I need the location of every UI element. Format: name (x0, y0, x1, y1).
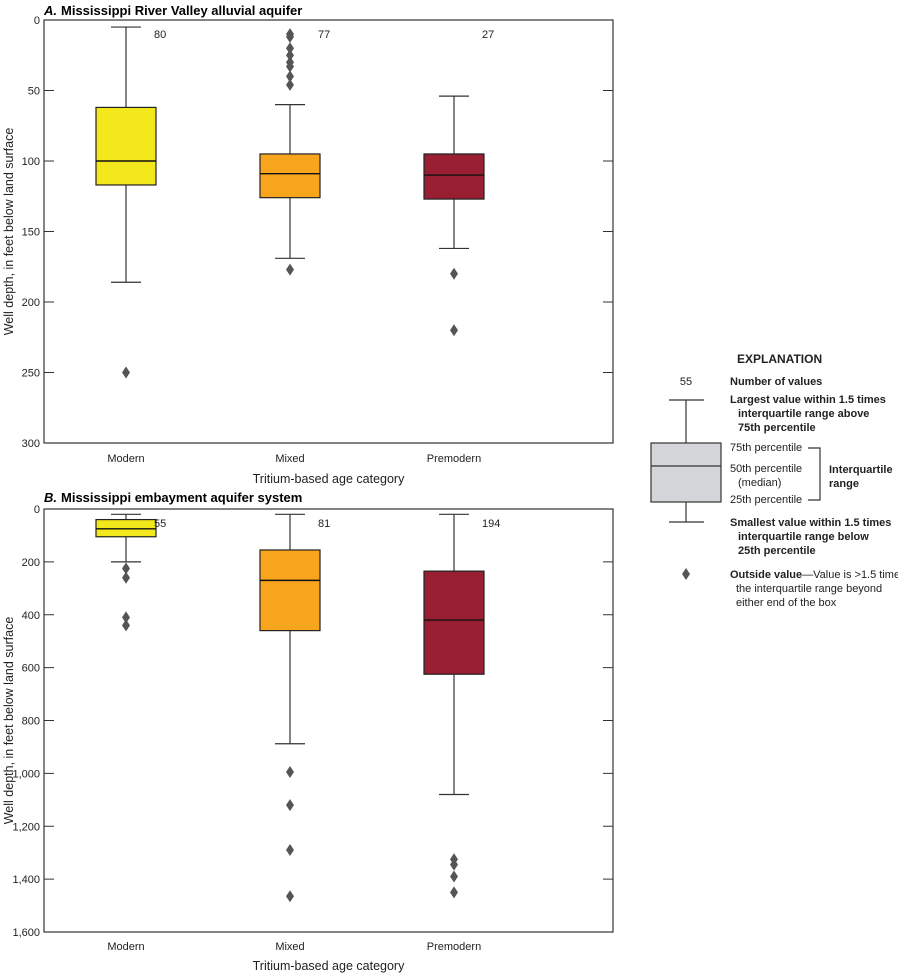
outlier-point (122, 571, 130, 584)
panel-title-text: Mississippi River Valley alluvial aquife… (61, 3, 302, 18)
legend-smallest-text: interquartile range below (738, 531, 869, 543)
box-modern: 80 (95, 26, 166, 379)
outlier-point (286, 78, 294, 91)
legend-title: EXPLANATION (737, 352, 822, 366)
y-tick-label: 200 (22, 557, 40, 569)
x-category-label: Premodern (427, 941, 481, 953)
sample-count-label: 80 (154, 29, 166, 41)
legend-outside-text: either end of the box (736, 597, 837, 609)
y-tick-label: 50 (28, 86, 40, 98)
panel-a: A. Mississippi River Valley alluvial aqui… (2, 3, 614, 486)
outlier-point (450, 858, 458, 871)
y-tick-label: 100 (22, 156, 40, 168)
outlier-point (286, 49, 294, 62)
panel-b: B. Mississippi embayment aquifer system 0 2… (2, 490, 614, 973)
sample-count-label: 55 (154, 518, 166, 530)
legend-sample-n: 55 (680, 376, 692, 388)
x-axis-label: Tritium-based age category (253, 959, 405, 973)
panel-letter: A. (43, 3, 57, 18)
y-axis-label: Well depth, in feet below land surface (2, 128, 16, 336)
y-tick-label: 800 (22, 716, 40, 728)
y-tick-label: 150 (22, 227, 40, 239)
legend-largest-text: 75th percentile (738, 422, 816, 434)
legend-largest-text: Largest value within 1.5 times (730, 394, 886, 406)
box-modern: 55 (95, 513, 166, 632)
iqr-box (423, 153, 485, 200)
y-tick-label: 600 (22, 663, 40, 675)
legend-p50: 50th percentile (730, 463, 802, 475)
y-axis-label: Well depth, in feet below land surface (2, 617, 16, 825)
outlier-point (286, 42, 294, 55)
plot-frame (43, 19, 614, 444)
legend-outside-text: Outside value—Value is >1.5 times (730, 569, 898, 581)
box-mixed: 77 (259, 28, 330, 276)
explanation-legend: EXPLANATION 55 Number of values Largest … (650, 352, 898, 609)
x-category-label: Modern (107, 453, 144, 465)
sample-count-label: 77 (318, 29, 330, 41)
y-tick-label: 0 (34, 504, 40, 516)
y-tick-label: 1,600 (12, 927, 40, 939)
legend-smallest-text: 25th percentile (738, 545, 816, 557)
iqr-box (95, 106, 157, 186)
legend-iqr: Interquartile (829, 464, 893, 476)
y-tick-label: 0 (34, 15, 40, 27)
box-mixed: 81 (259, 513, 330, 903)
x-category-label: Premodern (427, 453, 481, 465)
legend-iqr-bracket (808, 447, 821, 501)
outlier-point (122, 366, 130, 379)
legend-outlier-diamond (682, 568, 690, 580)
panel-letter: B. (44, 490, 57, 505)
y-tick-label: 200 (22, 297, 40, 309)
iqr-box (259, 153, 321, 199)
y-tick-label: 1,200 (12, 821, 40, 833)
box-premodern: 194 (423, 513, 500, 899)
legend-p25: 25th percentile (730, 494, 802, 506)
outlier-point (286, 766, 294, 779)
iqr-box (423, 570, 485, 675)
legend-p50: (median) (738, 477, 781, 489)
x-category-label: Mixed (275, 941, 304, 953)
legend-largest-text: interquartile range above (738, 408, 869, 420)
outlier-point (122, 562, 130, 575)
outlier-point (286, 890, 294, 903)
y-tick-label: 1,400 (12, 874, 40, 886)
outlier-point (450, 267, 458, 280)
outlier-point (286, 30, 294, 43)
outlier-point (286, 844, 294, 857)
legend-smallest-text: Smallest value within 1.5 times (730, 517, 891, 529)
outlier-point (450, 870, 458, 883)
outlier-point (450, 886, 458, 899)
legend-p75: 75th percentile (730, 442, 802, 454)
iqr-box (259, 549, 321, 632)
plot-frame (43, 508, 614, 933)
sample-count-label: 194 (482, 518, 500, 530)
y-tick-label: 1,000 (12, 768, 40, 780)
legend-outside-rest: —Value is >1.5 times (802, 569, 898, 581)
legend-outside-text: the interquartile range beyond (736, 583, 882, 595)
y-tick-label: 300 (22, 438, 40, 450)
outlier-point (286, 263, 294, 276)
box-premodern: 27 (423, 29, 494, 337)
x-category-label: Modern (107, 941, 144, 953)
y-tick-label: 400 (22, 610, 40, 622)
outlier-point (122, 619, 130, 632)
panel-title-text: Mississippi embayment aquifer system (61, 490, 302, 505)
outlier-point (450, 324, 458, 337)
outlier-point (122, 611, 130, 624)
panel-title: B. Mississippi embayment aquifer system (44, 490, 302, 505)
legend-box (650, 442, 722, 503)
sample-count-label: 81 (318, 518, 330, 530)
legend-number-of-values: Number of values (730, 376, 822, 388)
legend-outside-bold: Outside value (730, 569, 802, 581)
x-axis-label: Tritium-based age category (253, 472, 405, 486)
y-tick-label: 250 (22, 368, 40, 380)
panel-title: A. Mississippi River Valley alluvial aqui… (43, 3, 302, 18)
legend-iqr: range (829, 478, 859, 490)
sample-count-label: 27 (482, 29, 494, 41)
x-category-label: Mixed (275, 453, 304, 465)
outlier-point (286, 70, 294, 83)
outlier-point (286, 60, 294, 73)
outlier-point (286, 799, 294, 812)
